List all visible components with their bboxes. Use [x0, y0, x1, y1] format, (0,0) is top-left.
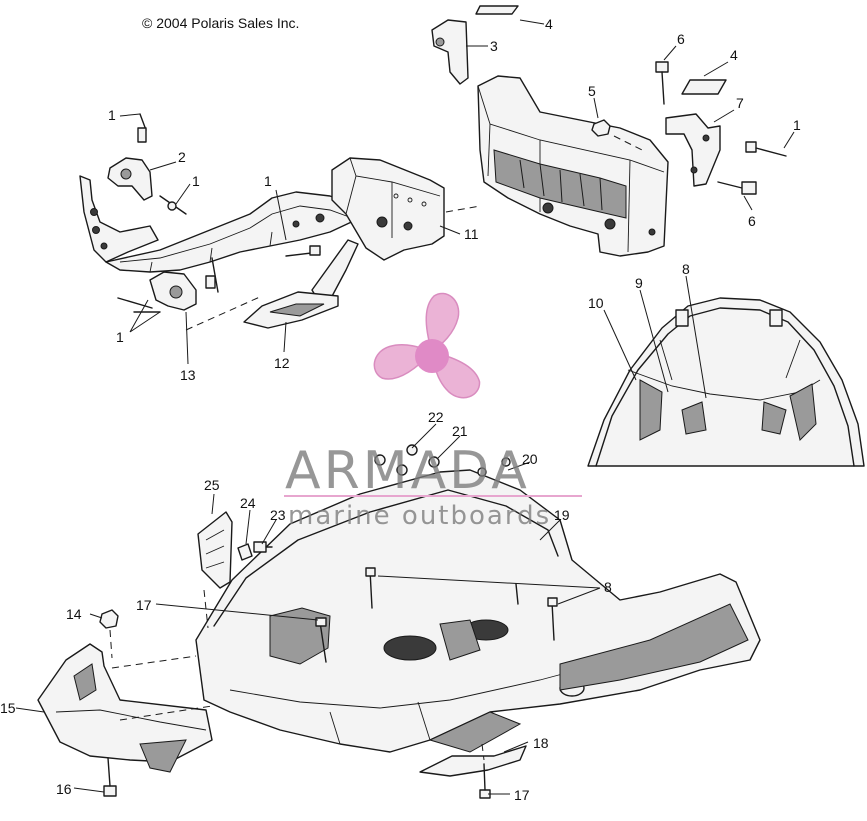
callout-11: 11	[464, 226, 479, 242]
armada-watermark: ARMADA marine outboards	[284, 292, 582, 531]
callout-2: 2	[178, 149, 186, 165]
callout-17: 17	[514, 787, 530, 803]
callout-18: 18	[533, 735, 549, 751]
propeller-logo	[373, 292, 481, 399]
callout-1: 1	[793, 117, 801, 133]
copyright-text: © 2004 Polaris Sales Inc.	[142, 15, 299, 31]
hood-front-view	[587, 297, 865, 467]
callout-8: 8	[604, 579, 612, 595]
callout-10: 10	[588, 295, 604, 311]
callout-5: 5	[588, 83, 596, 99]
callout-17: 17	[136, 597, 152, 613]
watermark-brand: ARMADA	[285, 441, 530, 501]
rear-frame-assembly	[431, 5, 787, 257]
callout-15: 15	[0, 700, 16, 716]
callout-19: 19	[554, 507, 570, 523]
callout-numbers: 4 3 6 4 5 7 1 6 1 2 1 1 11 1 13 12 10 9 …	[0, 16, 801, 803]
callout-14: 14	[66, 606, 82, 622]
callout-21: 21	[452, 423, 468, 439]
callout-24: 24	[240, 495, 256, 511]
callout-8: 8	[682, 261, 690, 277]
callout-3: 3	[490, 38, 498, 54]
callout-1: 1	[108, 107, 116, 123]
callout-20: 20	[522, 451, 538, 467]
callout-6: 6	[677, 31, 685, 47]
callout-1: 1	[192, 173, 200, 189]
nose-pan-assembly	[37, 444, 761, 799]
callout-12: 12	[274, 355, 290, 371]
callout-1: 1	[264, 173, 272, 189]
callout-22: 22	[428, 409, 444, 425]
callout-4: 4	[730, 47, 738, 63]
callout-6: 6	[748, 213, 756, 229]
front-frame-assembly	[79, 113, 481, 331]
callout-7: 7	[736, 95, 744, 111]
callout-16: 16	[56, 781, 72, 797]
callout-23: 23	[270, 507, 286, 523]
callout-25: 25	[204, 477, 220, 493]
callout-1: 1	[116, 329, 124, 345]
callout-13: 13	[180, 367, 196, 383]
callout-4: 4	[545, 16, 553, 32]
callout-9: 9	[635, 275, 643, 291]
leader-lines	[15, 19, 795, 795]
watermark-tagline: marine outboards	[288, 501, 551, 531]
